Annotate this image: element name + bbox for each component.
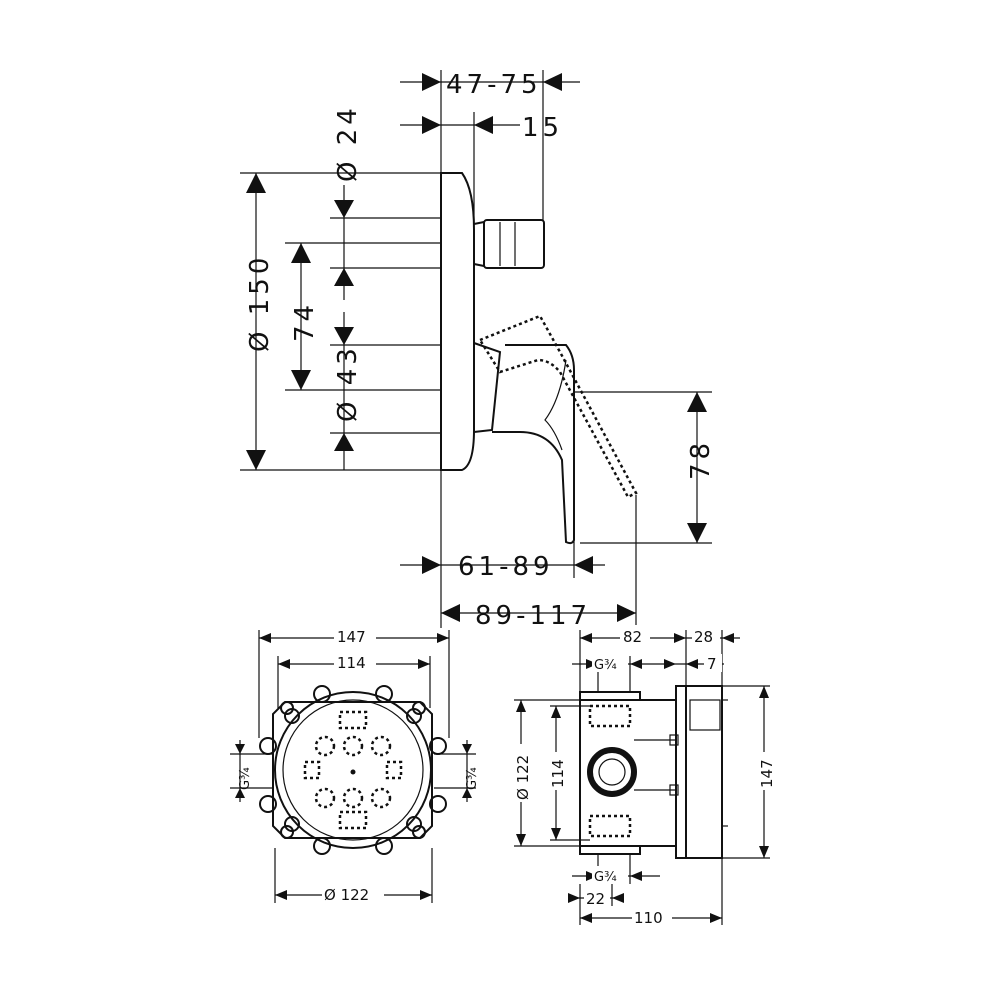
dim-spout-diameter-label: Ø 24 <box>333 104 363 182</box>
dim-port-offset: 22 <box>568 884 624 925</box>
dim-depth-range-label: 47-75 <box>446 70 542 100</box>
dim-outer-height-label: 147 <box>758 759 776 788</box>
thread-top-label: G¾ <box>594 658 617 673</box>
dim-plate-diameter-label: Ø 150 <box>245 254 275 352</box>
thread-right: G¾ <box>434 740 480 802</box>
dim-depth-label: 82 <box>623 628 642 646</box>
dim-port-offset-label: 22 <box>586 890 605 908</box>
dim-bottom-thread: G¾ <box>572 854 660 885</box>
dim-lever-height-label: 78 <box>686 439 716 480</box>
dim-body-diameter-label: Ø 122 <box>324 886 369 904</box>
dim-flange-width-label: 147 <box>337 628 366 646</box>
lever-handle <box>473 314 638 545</box>
dim-center-distance-label: 74 <box>290 301 320 342</box>
dim-inner-diameter-label: Ø 122 <box>514 755 532 800</box>
dim-offset-label: 7 <box>707 655 717 673</box>
dim-lever-height: 78 <box>574 391 716 544</box>
dim-top-row: G¾ 7 <box>572 654 724 692</box>
box-body <box>579 699 677 847</box>
dim-total-depth-label: 110 <box>634 909 663 927</box>
dim-spout-length: 15 <box>400 112 563 224</box>
side-view: 47-75 15 Ø 150 74 <box>240 70 716 631</box>
box-flange <box>675 685 687 859</box>
wall-plate <box>440 172 475 471</box>
dim-bolt-span: 114 <box>277 653 431 708</box>
lever-rotated-outline <box>478 314 638 499</box>
front-view: 147 114 Ø 122 G <box>230 627 480 904</box>
dim-total-projection: 89-117 <box>441 495 637 631</box>
dim-inner-height-label: 114 <box>549 759 567 788</box>
dim-total-projection-label: 89-117 <box>475 601 591 631</box>
dim-bolt-span-label: 114 <box>337 654 366 672</box>
box-port <box>587 747 637 797</box>
dim-center-distance: 74 <box>290 243 320 390</box>
dim-lever-projection-label: 61-89 <box>458 552 554 582</box>
dim-outer-height: 147 <box>722 685 776 859</box>
dim-lever-diameter: Ø 43 <box>333 312 363 470</box>
dim-depth-range: 47-75 <box>400 70 580 220</box>
dim-spout-length-label: 15 <box>522 113 563 143</box>
thread-left: G¾ <box>230 740 272 802</box>
dim-total-depth: 110 <box>580 858 723 927</box>
dim-body-diameter: Ø 122 <box>274 848 433 904</box>
dim-flange-width: 147 <box>258 627 450 738</box>
dim-inner-height: 114 <box>547 705 590 841</box>
thread-bottom-label: G¾ <box>594 870 617 885</box>
dim-inner-diameter: Ø 122 <box>512 699 580 847</box>
dim-cap-label: 28 <box>694 628 713 646</box>
dim-depth: 82 28 <box>579 627 740 700</box>
box-view: 82 28 G¾ 7 Ø 122 <box>512 627 776 927</box>
thread-right-label: G¾ <box>465 767 480 790</box>
internal-ports <box>303 710 403 830</box>
dim-lever-diameter-label: Ø 43 <box>333 344 363 422</box>
dim-plate-diameter: Ø 150 <box>245 173 275 470</box>
spout <box>473 219 545 269</box>
thread-left-label: G¾ <box>238 767 253 790</box>
dim-spout-diameter: Ø 24 <box>333 104 363 300</box>
dim-lever-projection: 61-89 <box>400 540 605 582</box>
